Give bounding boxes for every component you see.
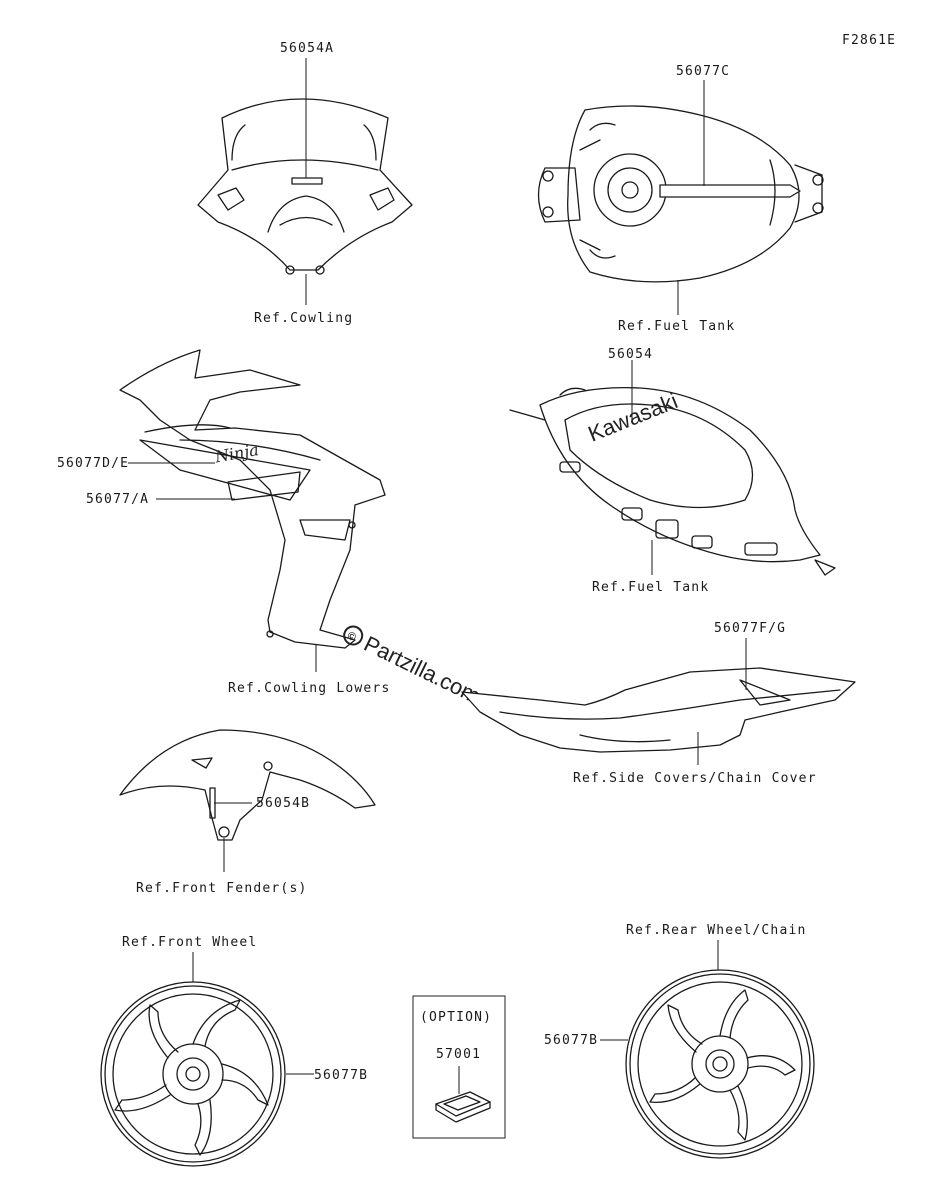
label-ref-rear-wheel: Ref.Rear Wheel/Chain (626, 923, 807, 938)
label-option: (OPTION) (420, 1010, 492, 1025)
label-56077FG: 56077F/G (714, 621, 786, 636)
label-56077B-rear: 56077B (544, 1033, 598, 1048)
label-57001: 57001 (436, 1047, 481, 1062)
label-ref-fuel-tank-side: Ref.Fuel Tank (592, 580, 709, 595)
label-56054B: 56054B (256, 796, 310, 811)
front-wheel-part (100, 981, 286, 1167)
side-cover-part (461, 667, 856, 753)
label-ref-fuel-tank-top: Ref.Fuel Tank (618, 319, 735, 334)
label-ref-front-wheel: Ref.Front Wheel (122, 935, 257, 950)
side-fairing-part: Ninja (119, 349, 386, 649)
label-56077A: 56077/A (86, 492, 149, 507)
rear-wheel-part (625, 969, 815, 1159)
figure-code: F2861E (842, 33, 896, 48)
label-56054: 56054 (608, 347, 653, 362)
label-ref-cowling: Ref.Cowling (254, 311, 353, 326)
label-56054A: 56054A (280, 41, 334, 56)
windscreen-part (197, 98, 413, 275)
front-fender-part (119, 729, 376, 841)
fuel-tank-side-part: Kawasaki (509, 386, 836, 576)
label-ref-side-covers: Ref.Side Covers/Chain Cover (573, 771, 817, 786)
label-56077C: 56077C (676, 64, 730, 79)
option-box: (OPTION) 57001 (412, 995, 506, 1139)
label-ref-cowling-lowers: Ref.Cowling Lowers (228, 681, 390, 696)
label-56077DE: 56077D/E (57, 456, 129, 471)
label-56077B-front: 56077B (314, 1068, 368, 1083)
fuel-tank-top-part (537, 105, 824, 283)
tool-part (435, 1091, 491, 1123)
label-ref-front-fender: Ref.Front Fender(s) (136, 881, 308, 896)
